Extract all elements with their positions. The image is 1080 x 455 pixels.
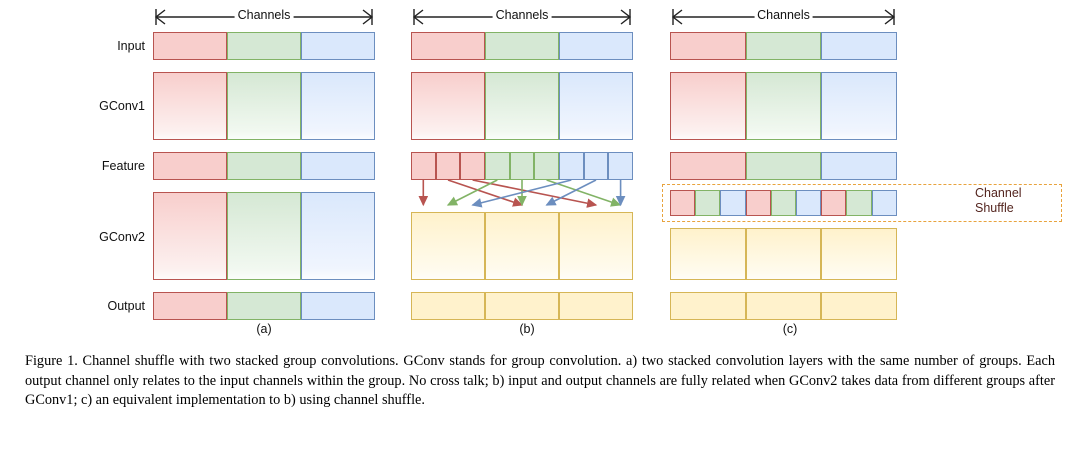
segment-red <box>153 72 227 140</box>
panel-a-input-bar <box>153 32 375 60</box>
channel-shuffle-box <box>662 184 1062 222</box>
segment-red <box>670 32 746 60</box>
segment-yellow <box>745 292 822 320</box>
segment-red <box>411 32 485 60</box>
shuffle-cell <box>695 190 721 216</box>
segment-yellow <box>821 292 897 320</box>
segment-red <box>153 192 227 280</box>
segment-green <box>227 152 301 180</box>
panel-c-input-bar <box>670 32 897 60</box>
segment-blue <box>301 192 375 280</box>
segment-green <box>745 72 822 140</box>
segment-blue <box>821 32 897 60</box>
channel-shuffle-line1: Channel <box>975 186 1022 200</box>
segment-red <box>153 152 227 180</box>
panel-a-output-bar <box>153 292 375 320</box>
segment-green <box>745 152 822 180</box>
segment-red <box>670 152 746 180</box>
panel-c-gconv1-bar <box>670 72 897 140</box>
feature-cell <box>484 152 510 180</box>
segment-green <box>485 32 559 60</box>
feature-cell <box>435 152 461 180</box>
row-label-gconv2: GConv2 <box>99 230 145 244</box>
panel-c-feature-bar <box>670 152 897 180</box>
panel-a-gconv1-bar <box>153 72 375 140</box>
shuffle-cell <box>770 190 796 216</box>
segment-yellow <box>745 228 822 280</box>
panel-a-gconv2-bar <box>153 192 375 280</box>
segment-red <box>153 32 227 60</box>
shuffle-cell <box>745 190 771 216</box>
feature-cell <box>509 152 535 180</box>
segment-yellow <box>411 292 485 320</box>
segment-blue <box>559 32 633 60</box>
row-label-feature: Feature <box>101 159 145 173</box>
feature-cell <box>411 152 436 180</box>
feature-cell <box>460 152 485 180</box>
segment-blue <box>821 152 897 180</box>
shuffle-cell <box>795 190 822 216</box>
segment-green <box>227 72 301 140</box>
panel-b-input-bar <box>411 32 633 60</box>
channel-shuffle-annotation: Channel Shuffle <box>975 186 1059 216</box>
channels-axis-panel-b: Channels <box>411 7 633 28</box>
channels-label-b: Channels <box>492 7 552 23</box>
segment-green <box>745 32 822 60</box>
figure-canvas: Input GConv1 Feature GConv2 Output Chann… <box>99 7 1062 336</box>
panel-label-b: (b) <box>519 322 535 336</box>
segment-green <box>227 32 301 60</box>
segment-yellow <box>411 212 485 280</box>
segment-blue <box>821 72 897 140</box>
segment-red <box>153 292 227 320</box>
shuffle-cell <box>846 190 872 216</box>
feature-cell <box>583 152 609 180</box>
segment-yellow <box>821 228 897 280</box>
channels-axis-panel-a: Channels <box>153 7 375 28</box>
shuffle-cell <box>720 190 746 216</box>
panel-a-feature-bar <box>153 152 375 180</box>
feature-cell <box>608 152 633 180</box>
shuffle-cell <box>670 190 696 216</box>
feature-cell <box>534 152 559 180</box>
segment-yellow <box>485 212 559 280</box>
segment-yellow <box>670 292 746 320</box>
row-label-gconv1: GConv1 <box>99 99 145 113</box>
panel-b-output-bar <box>411 292 633 320</box>
channels-label-c: Channels <box>754 7 813 23</box>
segment-yellow <box>559 292 633 320</box>
segment-yellow <box>670 228 746 280</box>
panel-b-gconv1-bar <box>411 72 633 140</box>
channels-axis-panel-c: Channels <box>670 7 897 28</box>
channels-label-a: Channels <box>234 7 294 23</box>
panel-b-gconv2-bar <box>411 212 633 280</box>
channel-shuffle-arrows <box>418 179 626 208</box>
segment-blue <box>301 32 375 60</box>
segment-red <box>411 72 485 140</box>
figure-caption: Figure 1. Channel shuffle with two stack… <box>25 353 1055 409</box>
segment-green <box>227 292 301 320</box>
segment-green <box>227 192 301 280</box>
shuffle-cell <box>821 190 847 216</box>
shuffle-cell <box>871 190 897 216</box>
segment-green <box>485 72 559 140</box>
feature-cell <box>558 152 584 180</box>
panel-c-gconv2-bar <box>670 228 897 280</box>
row-label-output: Output <box>107 299 145 313</box>
panel-b-feature-cells <box>411 152 633 180</box>
segment-yellow <box>485 292 559 320</box>
panel-label-c: (c) <box>782 322 798 336</box>
segment-blue <box>301 292 375 320</box>
panel-label-a: (a) <box>256 322 272 336</box>
segment-blue <box>301 72 375 140</box>
segment-red <box>670 72 746 140</box>
row-label-input: Input <box>117 39 145 53</box>
segment-blue <box>559 72 633 140</box>
panel-c-output-bar <box>670 292 897 320</box>
segment-blue <box>301 152 375 180</box>
channel-shuffle-line2: Shuffle <box>975 201 1014 215</box>
panel-c-shuffle-cells <box>670 190 897 216</box>
segment-yellow <box>559 212 633 280</box>
